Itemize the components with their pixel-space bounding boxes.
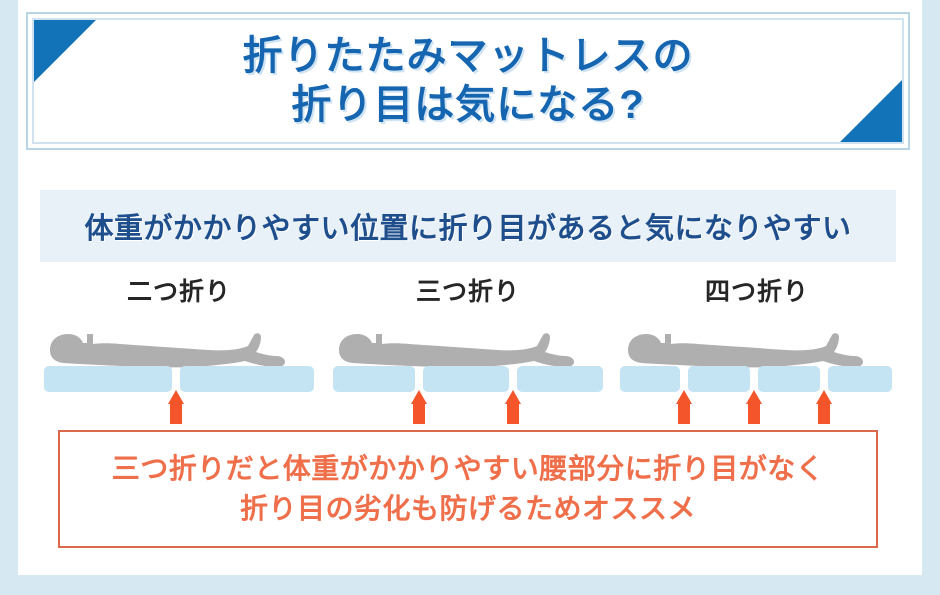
diagram-trifold: 三つ折り: [329, 272, 607, 424]
diagram-label: 三つ折り: [415, 278, 520, 306]
diagram-row: 二つ折り 三つ折り: [40, 272, 896, 424]
mattress-segments: [620, 366, 892, 392]
recommendation-text: 三つ折りだと体重がかかりやすい腰部分に折り目がなく 折り目の劣化も防げるためオス…: [111, 453, 825, 524]
header-inner-frame: 折りたたみマットレスの 折り目は気になる?: [32, 18, 904, 144]
diagram-bifold: 二つ折り: [40, 272, 318, 424]
corner-triangle-top-left-icon: [34, 20, 96, 82]
mattress-segments: [44, 366, 314, 392]
corner-triangle-bottom-right-icon: [840, 80, 902, 142]
diagram-label: 二つ折り: [126, 278, 231, 306]
diagram-illustration-quadfold: [618, 312, 896, 424]
sleeping-person-icon: [50, 333, 285, 368]
infographic-page: 折りたたみマットレスの 折り目は気になる? 体重がかかりやすい位置に折り目がある…: [18, 0, 922, 575]
sleeping-person-icon: [339, 333, 574, 368]
fold-arrows: [411, 390, 521, 424]
subtitle-band: 体重がかかりやすい位置に折り目があると気になりやすい: [40, 190, 896, 262]
mattress-segments: [333, 366, 603, 392]
page-title: 折りたたみマットレスの 折り目は気になる?: [242, 34, 694, 127]
subtitle-text: 体重がかかりやすい位置に折り目があると気になりやすい: [84, 213, 852, 245]
diagram-label: 四つ折り: [704, 278, 809, 306]
fold-arrow: [168, 390, 184, 424]
fold-arrows: [676, 390, 832, 424]
diagram-quadfold: 四つ折り: [618, 272, 896, 424]
recommendation-box: 三つ折りだと体重がかかりやすい腰部分に折り目がなく 折り目の劣化も防げるためオス…: [58, 430, 878, 548]
diagram-illustration-bifold: [40, 312, 318, 424]
diagram-illustration-trifold: [329, 312, 607, 424]
sleeping-person-icon: [628, 333, 863, 368]
header-frame: 折りたたみマットレスの 折り目は気になる?: [26, 12, 910, 150]
